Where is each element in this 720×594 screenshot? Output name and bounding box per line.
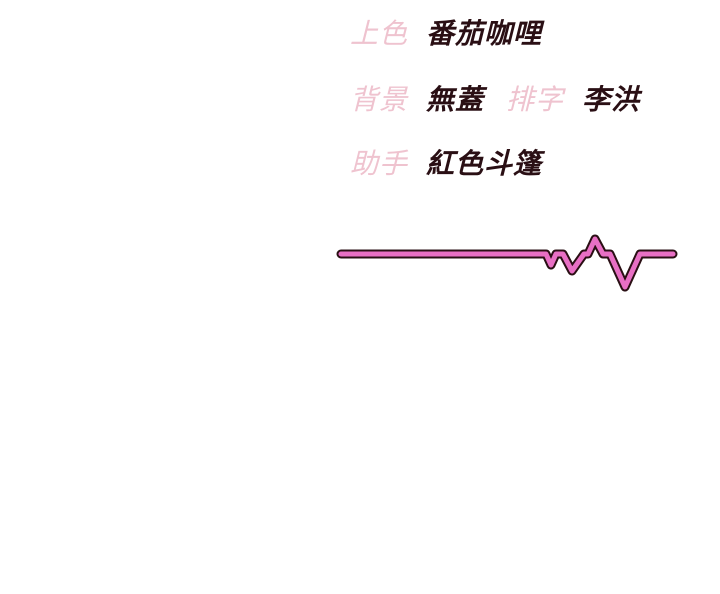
credit-row-assistant: 助手紅色斗篷 xyxy=(350,146,542,182)
credit-value-typesetting: 李洪 xyxy=(582,83,641,116)
credit-value-background: 無蓋 xyxy=(426,83,485,116)
credit-label-assistant: 助手 xyxy=(350,147,409,180)
credit-label-coloring: 上色 xyxy=(350,17,409,50)
credit-value-coloring: 番茄咖哩 xyxy=(426,17,543,50)
heartbeat-fill xyxy=(338,236,676,290)
heartbeat-outline xyxy=(336,234,678,292)
credit-row-coloring: 上色番茄咖哩 xyxy=(350,16,542,52)
credit-label-typesetting: 排字 xyxy=(506,83,565,116)
credit-label-background: 背景 xyxy=(350,83,409,116)
credit-row-background-typesetting: 背景無蓋排字李洪 xyxy=(350,82,640,118)
credit-value-assistant: 紅色斗篷 xyxy=(426,147,543,180)
